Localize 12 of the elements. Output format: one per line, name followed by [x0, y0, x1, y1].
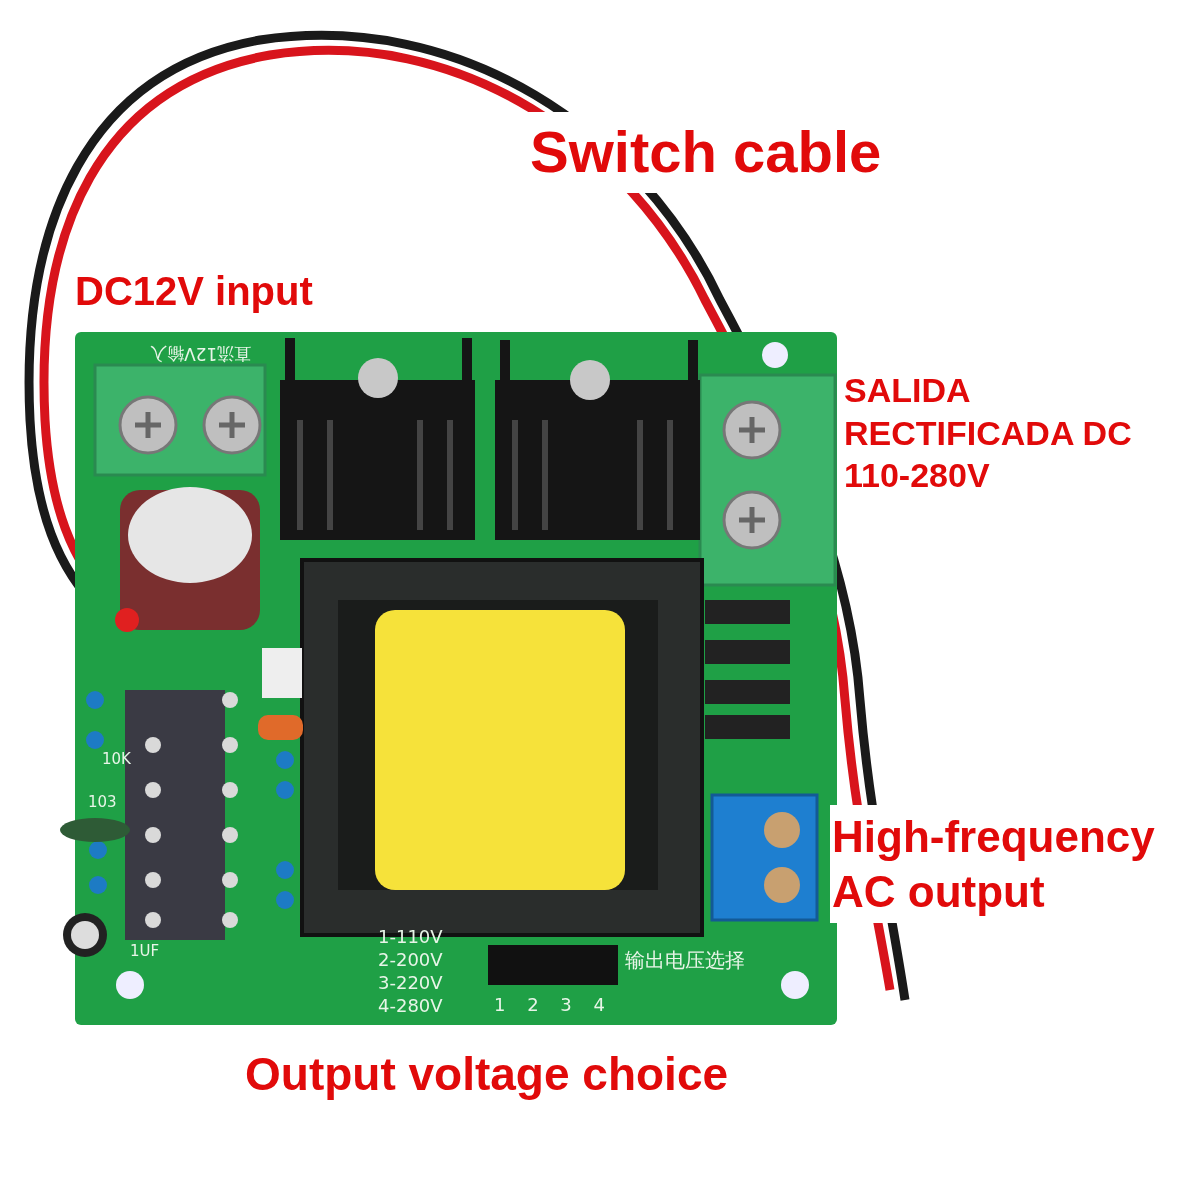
silkscreen-text: 2-200V [378, 951, 443, 969]
callout-label: DC12V input [75, 270, 314, 312]
silkscreen-text: 1 2 3 4 [494, 996, 613, 1014]
silkscreen-text: 1UF [130, 944, 160, 959]
silkscreen-text: 1-110V [378, 928, 443, 946]
silkscreen-text: 103 [88, 795, 117, 810]
silkscreen-text: 10K [102, 752, 131, 767]
callout-label: Output voltage choice [245, 1050, 730, 1099]
silkscreen-text: 直流12V输入 [150, 345, 252, 362]
silkscreen-text: 输出电压选择 [625, 950, 745, 970]
silkscreen-text: 4-280V [378, 997, 443, 1015]
silkscreen-text: 3-220V [378, 974, 443, 992]
